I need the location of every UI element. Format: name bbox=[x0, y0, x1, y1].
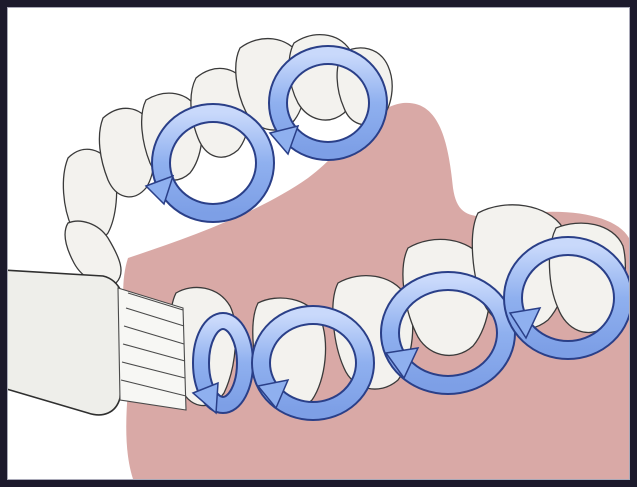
brushing-diagram bbox=[8, 8, 629, 479]
illustration-canvas bbox=[7, 7, 630, 480]
